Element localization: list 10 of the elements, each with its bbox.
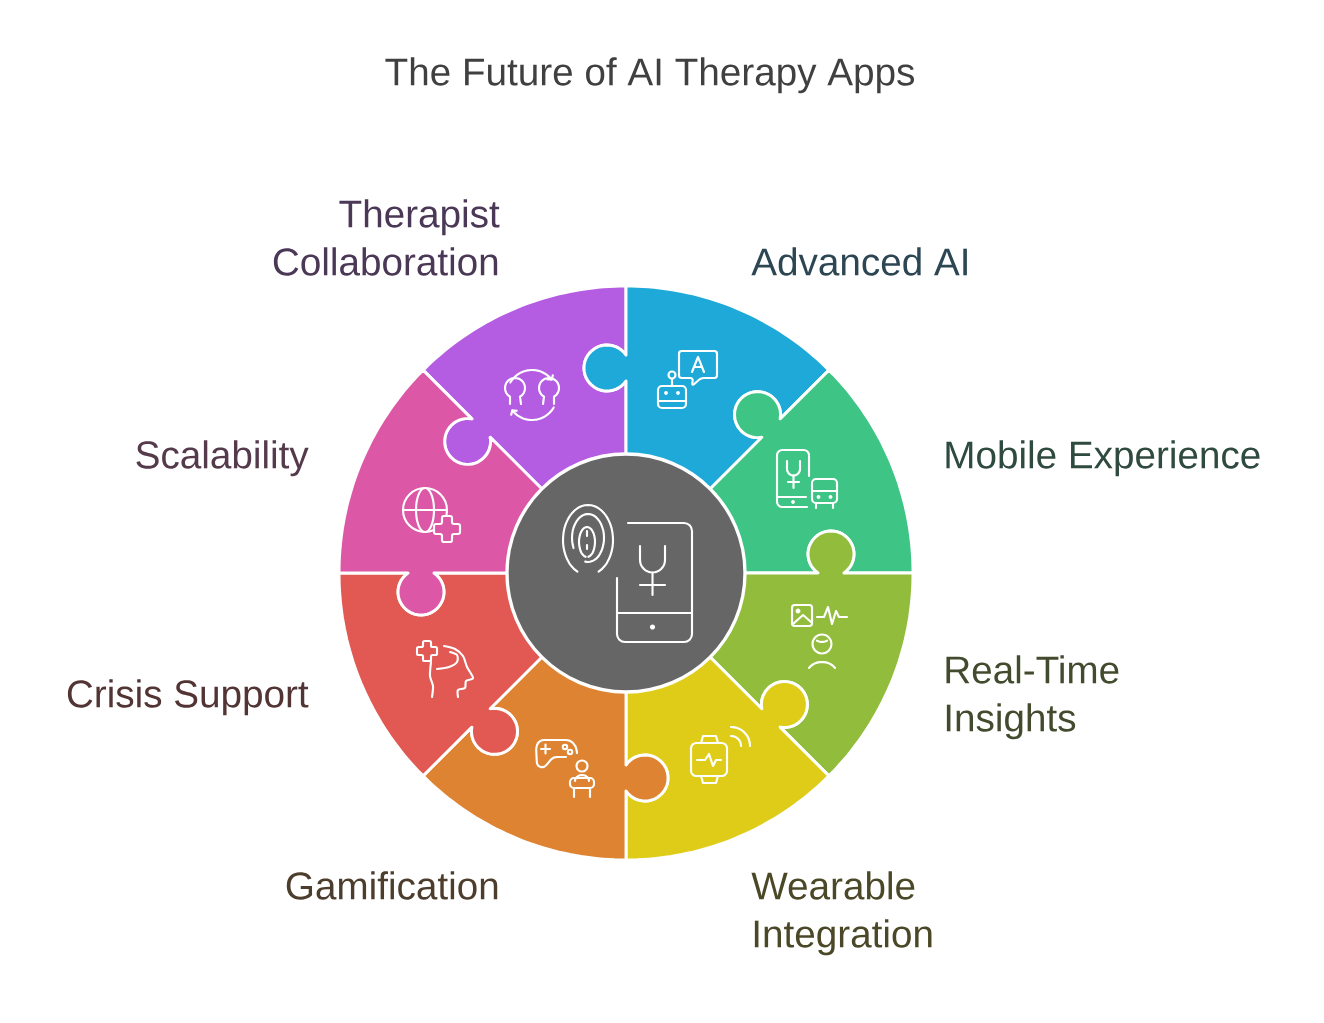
segment-label: Wearable Integration (751, 871, 932, 956)
segment-label: Mobile Experience (946, 440, 1260, 477)
title: The Future of AI Therapy Apps (385, 57, 914, 94)
segment-label: Crisis Support (67, 679, 309, 716)
center-circle (505, 452, 747, 694)
segment-label: Therapist Collaboration (273, 199, 500, 276)
segment-label: Real-Time Insights (946, 655, 1119, 740)
segment-label: Advanced AI (751, 247, 967, 276)
segment-label: Gamification (286, 871, 498, 900)
segment-label: Scalability (136, 440, 309, 477)
